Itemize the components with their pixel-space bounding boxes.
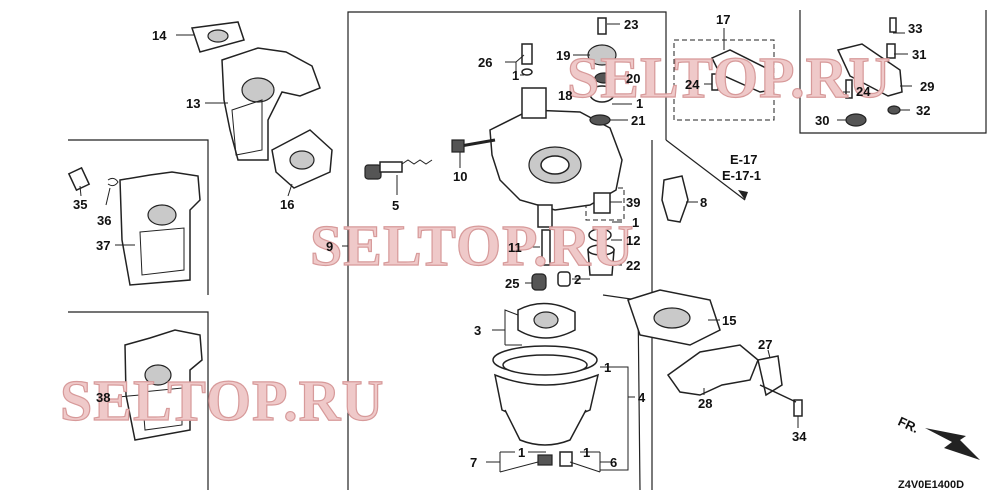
- part-label-6: 6: [610, 455, 617, 470]
- part-label-7: 7: [470, 455, 477, 470]
- watermark-top: SELTOP.RU: [567, 45, 891, 110]
- watermark-middle: SELTOP.RU: [310, 213, 634, 278]
- part-label-34: 34: [792, 429, 807, 444]
- part-label-33: 33: [908, 21, 922, 36]
- part-label-21: 21: [631, 113, 645, 128]
- part-label-1f: 1: [583, 445, 590, 460]
- part-label-16: 16: [280, 197, 294, 212]
- part-label-18: 18: [558, 88, 572, 103]
- part-label-35: 35: [73, 197, 87, 212]
- part-label-1e: 1: [518, 445, 525, 460]
- part-label-1b: 1: [636, 96, 643, 111]
- part-label-19: 19: [556, 48, 570, 63]
- part-label-10: 10: [453, 169, 467, 184]
- part-label-12: 12: [626, 233, 640, 248]
- part-label-23: 23: [624, 17, 638, 32]
- part-label-1d: 1: [604, 360, 611, 375]
- part-label-31: 31: [912, 47, 926, 62]
- part-label-30: 30: [815, 113, 829, 128]
- part-number-labels: 14 13 16 35 36 37 38 26 1 9 5 10 19 23 2…: [73, 12, 934, 470]
- part-label-13: 13: [186, 96, 200, 111]
- part-label-5: 5: [392, 198, 399, 213]
- part-label-37: 37: [96, 238, 110, 253]
- part-label-26: 26: [478, 55, 492, 70]
- part-label-4: 4: [638, 390, 646, 405]
- part-label-1c: 1: [632, 215, 639, 230]
- part-label-38: 38: [96, 390, 110, 405]
- part-label-29: 29: [920, 79, 934, 94]
- part-label-8: 8: [700, 195, 707, 210]
- part-label-9: 9: [326, 239, 333, 254]
- leader-lines: [79, 23, 912, 473]
- part-label-28: 28: [698, 396, 712, 411]
- part-label-39: 39: [626, 195, 640, 210]
- part-label-3: 3: [474, 323, 481, 338]
- part-label-32: 32: [916, 103, 930, 118]
- part-label-27: 27: [758, 337, 772, 352]
- part-label-22: 22: [626, 258, 640, 273]
- part-label-36: 36: [97, 213, 111, 228]
- part-label-2: 2: [574, 272, 581, 287]
- part-label-24b: 24: [856, 84, 871, 99]
- part-label-17: 17: [716, 12, 730, 27]
- front-direction-label: FR.: [896, 414, 921, 436]
- reference-e17-1: E-17-1: [722, 168, 761, 183]
- part-label-24a: 24: [685, 77, 700, 92]
- part-label-1a: 1: [512, 68, 519, 83]
- part-label-11: 11: [508, 240, 522, 255]
- part-label-20: 20: [626, 71, 640, 86]
- diagram-code: Z4V0E1400D: [898, 479, 964, 491]
- watermarks: SELTOP.RU SELTOP.RU SELTOP.RU: [59, 44, 891, 433]
- part-label-25: 25: [505, 276, 519, 291]
- part-label-15: 15: [722, 313, 736, 328]
- reference-e17: E-17: [730, 152, 757, 167]
- part-label-14: 14: [152, 28, 167, 43]
- watermark-bottom: SELTOP.RU: [60, 368, 384, 433]
- reference-labels: E-17 E-17-1 FR. Z4V0E1400D: [722, 152, 964, 491]
- part-shapes: [67, 17, 980, 467]
